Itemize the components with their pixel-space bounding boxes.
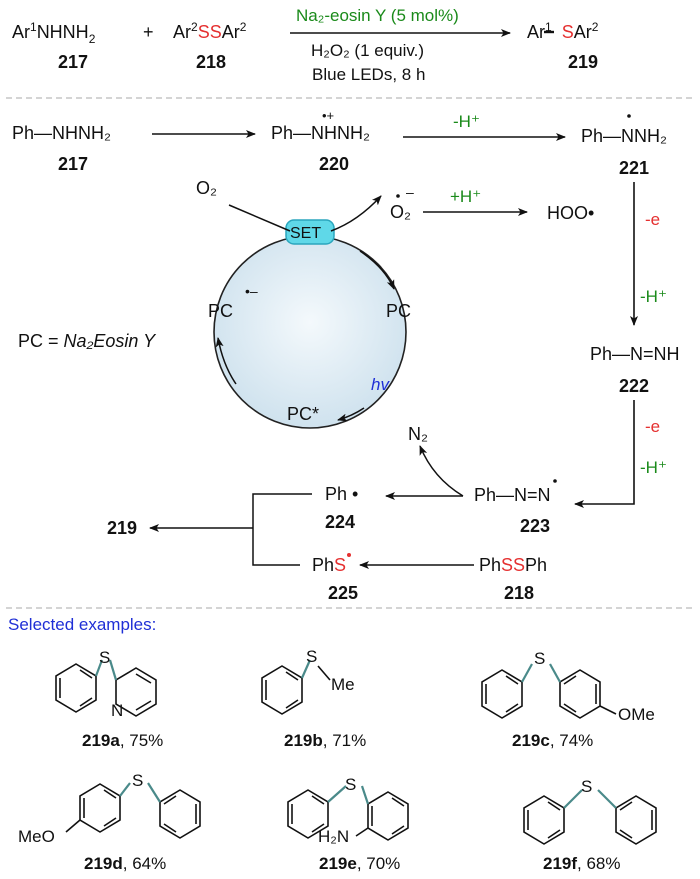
label-223: 223 (520, 516, 550, 536)
pyridine-nitrogen: N (111, 701, 123, 720)
minus-electron-1: -e (645, 210, 660, 229)
pc-radical-anion: PC (208, 301, 233, 321)
label-224: 224 (325, 512, 355, 532)
amino-group: H₂N (318, 827, 349, 846)
oxygen: O₂ (196, 178, 217, 198)
example-219b: S Me 219b, 71% (261, 647, 366, 750)
light-condition: Blue LEDs, 8 h (312, 65, 425, 84)
phenylhydrazine-217: Ph—NHNH₂ (12, 123, 111, 143)
label-225: 225 (328, 583, 358, 603)
minus-proton-1: -H⁺ (453, 112, 480, 131)
sulfur-atom: S (99, 648, 110, 667)
superoxide-dot (396, 194, 400, 198)
pc-excited-state: PC* (287, 404, 319, 424)
methyl-group: Me (331, 675, 355, 694)
n2-release-arrow (419, 445, 464, 497)
example-caption: 219d, 64% (84, 854, 166, 873)
label-217: 217 (58, 52, 88, 72)
mechanism: Ph—NHNH₂ 217 Ph—NHNH₂ •+ 220 -H⁺ Ph—NNH₂… (12, 108, 680, 603)
sulfur-atom: S (581, 777, 592, 796)
label-221: 221 (619, 158, 649, 178)
cycle-arrow-bottom (337, 407, 365, 422)
radical-dot-223 (553, 479, 557, 483)
minus-proton-3: -H⁺ (640, 458, 667, 477)
reactant-217: Ar1NHNH2 (12, 20, 96, 46)
example-219f: S 219f, 68% (523, 777, 657, 873)
example-caption: 219c, 74% (512, 731, 593, 750)
hydrazinyl-radical-221: Ph—NNH₂ (581, 126, 667, 146)
pc-radical-anion-mark: •– (245, 283, 258, 299)
minus-proton-2: -H⁺ (640, 287, 667, 306)
o2-in-arc (228, 204, 291, 232)
pc-ground-state: PC (386, 301, 411, 321)
minus-electron-2: -e (645, 417, 660, 436)
example-219c: S OMe 219c, 74% (481, 649, 655, 750)
diazene-222: Ph—N=NH (590, 344, 680, 364)
superoxide-charge: – (406, 184, 414, 200)
radical-cation-220: Ph—NHNH₂ (271, 123, 370, 143)
reactant-218: Ar2SSAr2 (173, 20, 247, 42)
thiyl-radical-dot (347, 553, 351, 557)
sulfur-atom: S (534, 649, 545, 668)
example-caption: 219a, 75% (82, 731, 163, 750)
example-caption: 219b, 71% (284, 731, 366, 750)
label-219-mech: 219 (107, 518, 137, 538)
combine-bracket (252, 493, 312, 566)
example-219a: S N 219a, 75% (55, 648, 163, 750)
superoxide-out-arc (330, 195, 382, 232)
nitrogen: N₂ (408, 424, 428, 444)
cycle-arrow-right (359, 250, 395, 290)
example-219d: S MeO 219d, 64% (18, 771, 201, 873)
sulfur-atom: S (306, 647, 317, 666)
hydroperoxyl-radical: HOO• (547, 203, 594, 223)
plus-sign: + (143, 22, 154, 42)
sulfur-atom: S (132, 771, 143, 790)
label-222: 222 (619, 376, 649, 396)
radical-cation-mark: •+ (322, 108, 334, 123)
diphenyl-disulfide-218: PhSSPh (479, 555, 547, 575)
overall-reaction: Ar1NHNH2 217 + Ar2SSAr2 218 Na₂-eosin Y … (12, 6, 599, 84)
label-218-mech: 218 (504, 583, 534, 603)
diazenyl-radical-223: Ph—N=N (474, 485, 551, 505)
example-caption: 219f, 68% (543, 854, 621, 873)
plus-proton: +H⁺ (450, 187, 481, 206)
methoxy-group: OMe (618, 705, 655, 724)
oxidant-condition: H₂O₂ (1 equiv.) (311, 41, 424, 60)
catalyst-condition: Na₂-eosin Y (5 mol%) (296, 6, 459, 25)
label-217-mech: 217 (58, 154, 88, 174)
sulfur-atom: S (345, 775, 356, 794)
set-badge (285, 219, 335, 245)
phenyl-radical-224: Ph • (325, 484, 358, 504)
set-label: SET (290, 225, 321, 242)
example-219e: S H₂N 219e, 70% (287, 775, 409, 873)
label-219: 219 (568, 52, 598, 72)
thiyl-radical-225: PhS (312, 555, 346, 575)
label-218: 218 (196, 52, 226, 72)
examples-heading: Selected examples: (8, 615, 156, 634)
pc-definition: PC = Na₂Eosin Y (18, 331, 157, 351)
arrow-222-223 (574, 400, 635, 508)
example-caption: 219e, 70% (319, 854, 400, 873)
cycle-arrow-left (215, 337, 237, 385)
methoxy-group: MeO (18, 827, 55, 846)
hv-label: hv (371, 375, 390, 394)
radical-dot-221 (627, 114, 631, 118)
label-220: 220 (319, 154, 349, 174)
superoxide: O₂ (390, 202, 411, 222)
